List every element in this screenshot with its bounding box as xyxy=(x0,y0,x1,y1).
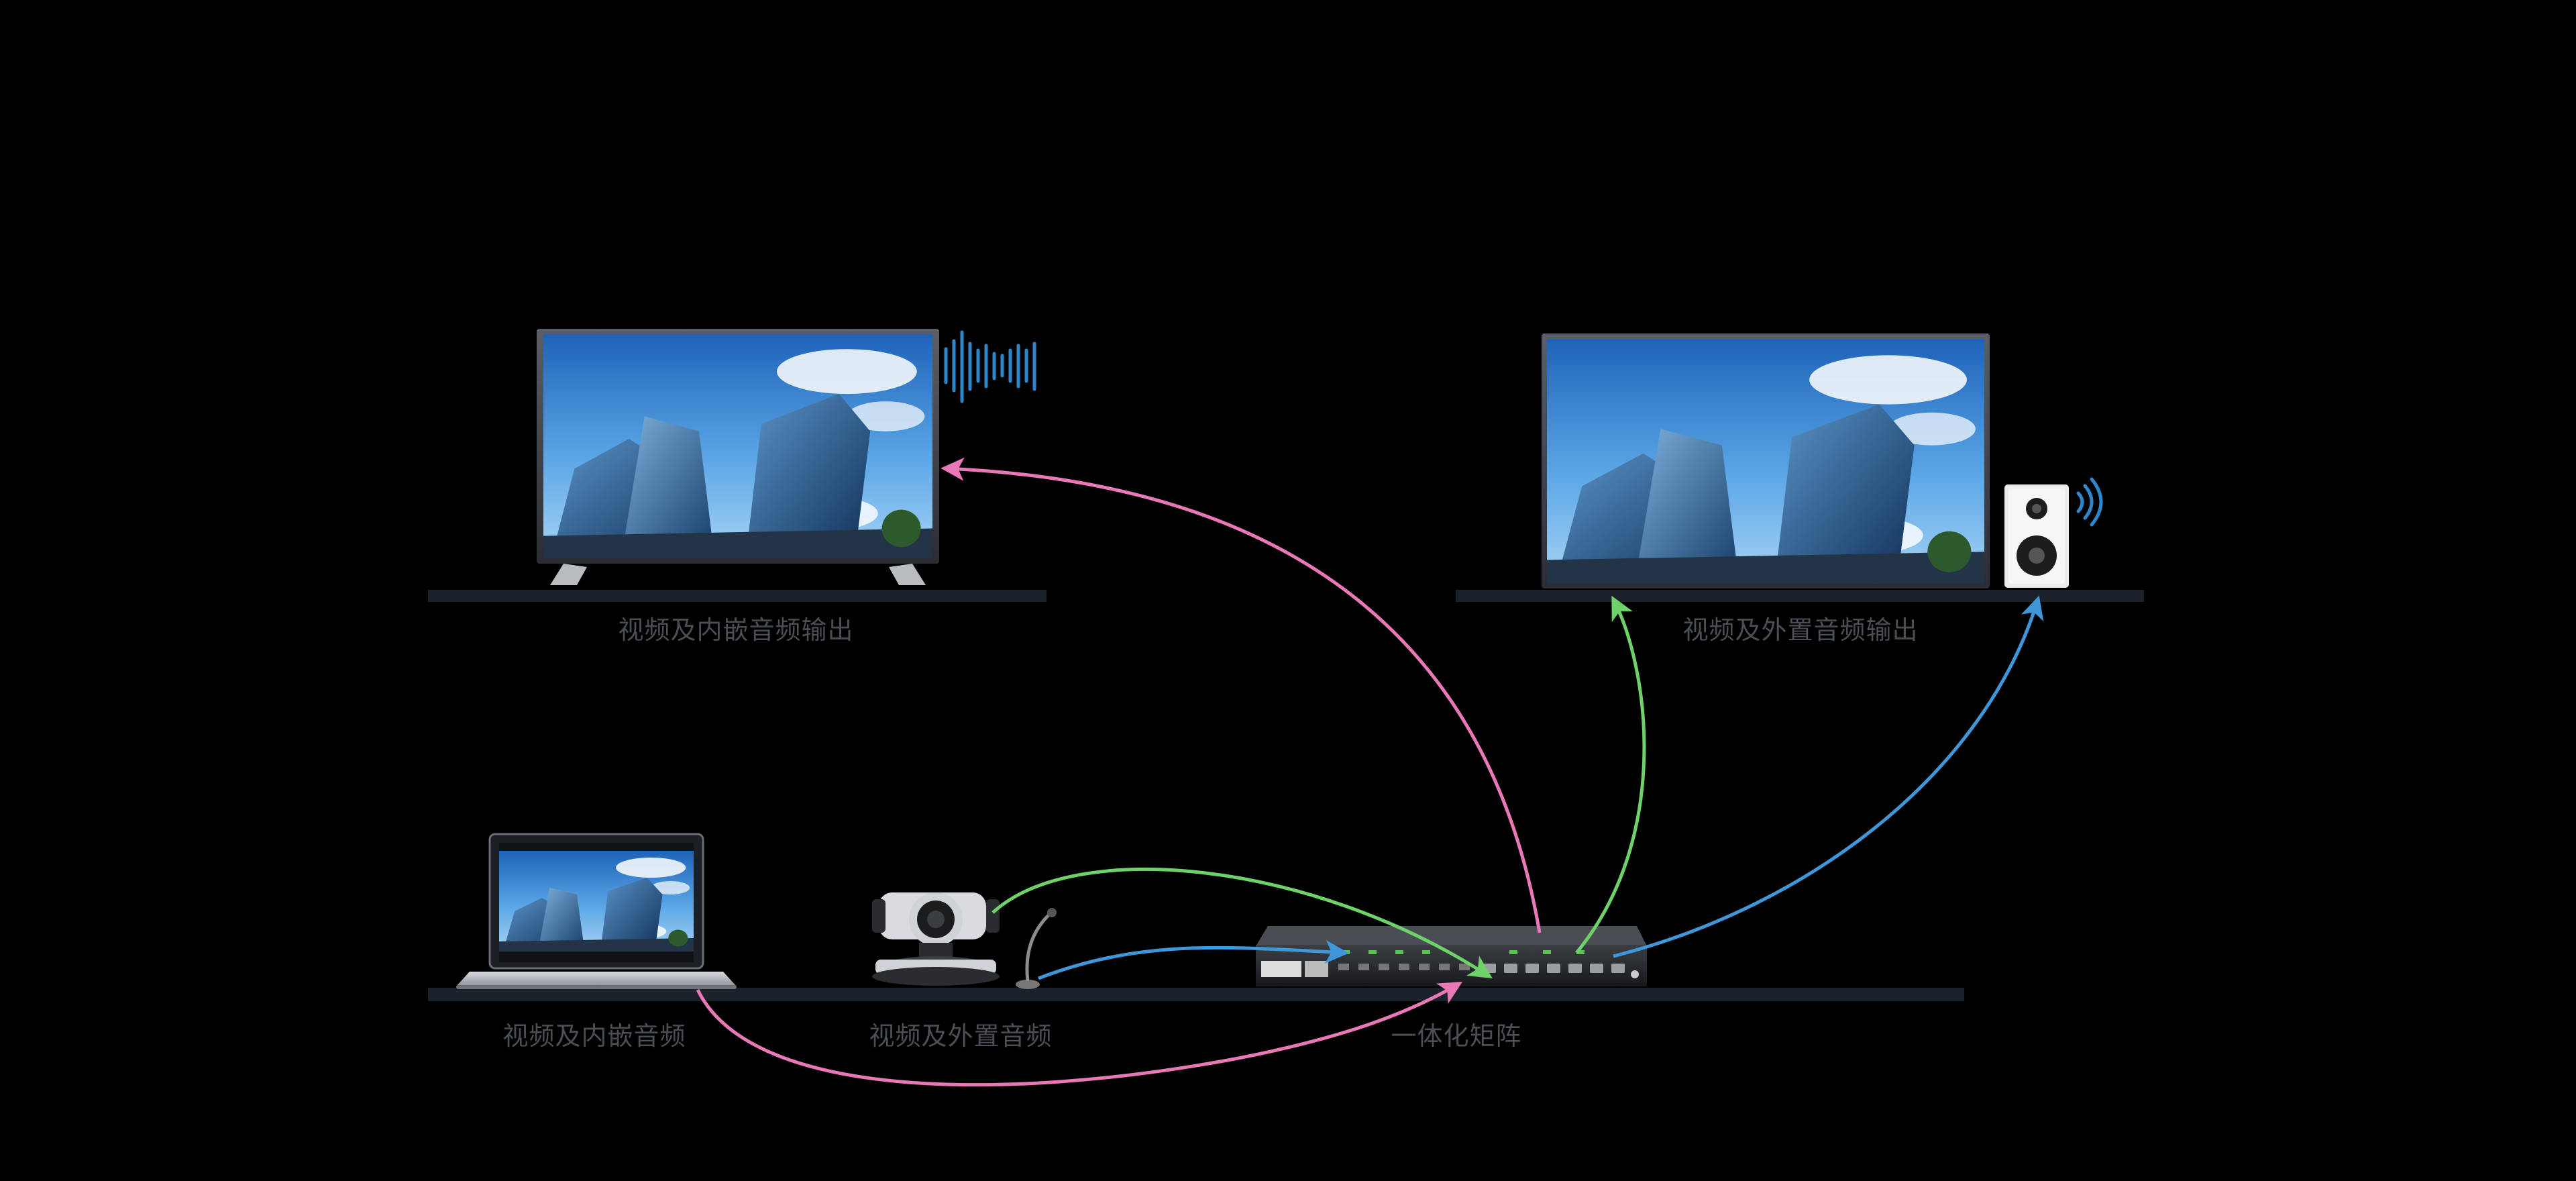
green-path-camera-to-matrix xyxy=(991,868,1493,979)
label-tv-left: 视频及内嵌音频输出 xyxy=(618,615,854,645)
label-camera: 视频及外置音频 xyxy=(869,1021,1053,1051)
green-path-to-right-tv xyxy=(1575,595,1646,954)
pink-path-to-left-tv xyxy=(941,457,1542,933)
tv-icon xyxy=(1542,333,1990,588)
blue-path-mic-to-matrix xyxy=(1038,939,1349,980)
speaker-icon xyxy=(2004,477,2103,588)
shelf-top-right xyxy=(1456,590,2144,602)
tv-icon xyxy=(537,329,939,585)
sound-wave-icon xyxy=(944,330,1036,403)
shelf-top-left xyxy=(428,590,1046,602)
pink-path-laptop-to-matrix xyxy=(696,982,1463,1087)
label-laptop: 视频及内嵌音频 xyxy=(502,1021,686,1051)
microphone-icon xyxy=(1016,908,1057,989)
label-matrix: 一体化矩阵 xyxy=(1391,1021,1522,1051)
laptop-icon xyxy=(456,833,737,989)
shelf-bottom xyxy=(428,988,1964,1001)
blue-path-to-speaker xyxy=(1613,595,2044,958)
label-tv-right: 视频及外置音频输出 xyxy=(1682,615,1919,645)
ptz-camera-icon xyxy=(872,892,1000,986)
